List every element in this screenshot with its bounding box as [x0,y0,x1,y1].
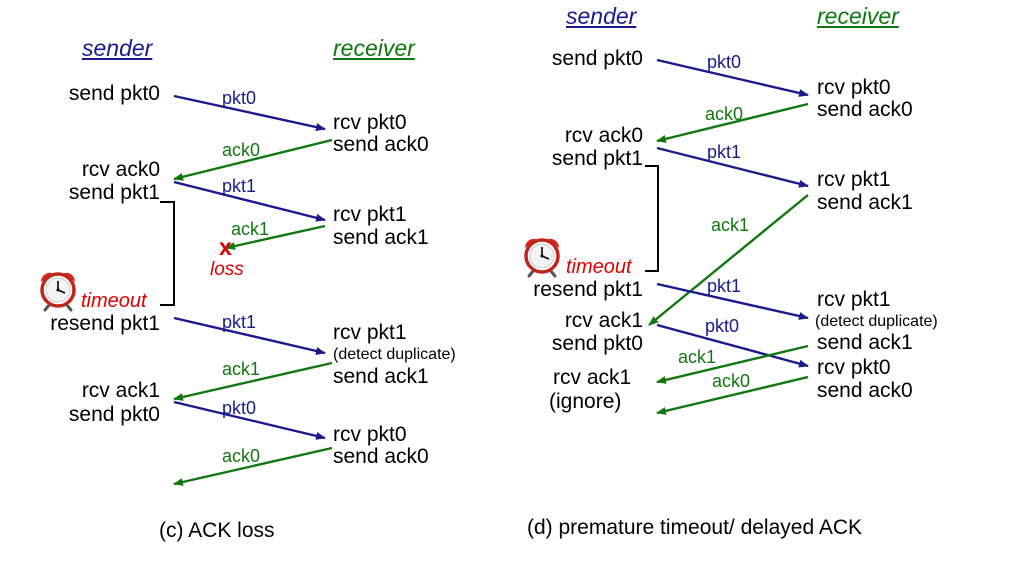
c-timeout-label: timeout [81,290,147,312]
c-msg-label: pkt0 [222,398,257,418]
c-sender-event: rcv ack0 [81,158,160,181]
c-receiver-event: rcv pkt0 [333,423,407,446]
d-receiver-note: (detect duplicate) [815,313,938,330]
c-msg-label: pkt1 [222,176,257,196]
d-sender-event: resend pkt1 [533,278,643,301]
d-receiver-event: send ack0 [817,98,913,121]
d-sender-event: (ignore) [549,390,622,413]
d-sender-event: rcv ack1 [564,309,643,332]
c-receiver-event: send ack1 [333,226,429,249]
c-receiver-event: rcv pkt0 [333,111,407,134]
c-msg-label: pkt1 [222,312,257,332]
c-receiver-note: (detect duplicate) [333,346,456,363]
c-receiver-event: send ack1 [333,365,429,388]
c-arrow-pkt0 [173,94,326,131]
c-loss-label: loss [210,259,244,280]
d-timeout-label: timeout [566,256,632,278]
d-receiver-event: rcv pkt1 [817,288,891,311]
c-receiver-event: send ack0 [333,133,429,156]
d-receiver-event: send ack0 [817,379,913,402]
c-arrow-ack0 [173,138,333,181]
d-caption: (d) premature timeout/ delayed ACK [527,516,862,539]
d-sender-event: rcv ack1 [553,366,632,389]
c-sender-header: sender [82,35,153,61]
d-receiver-event: send ack1 [817,331,913,354]
d-receiver-event: rcv pkt1 [817,168,891,191]
d-msg-label: pkt0 [705,316,740,336]
d-msg-label: ack1 [678,347,717,367]
d-arrow-pkt0 [656,58,809,97]
c-msg-label: ack0 [222,140,261,160]
c-sender-event: send pkt1 [68,181,160,204]
d-sender-event: rcv ack0 [564,124,643,147]
d-arrow-ack1-delayed [648,194,809,326]
c-receiver-event: send ack0 [333,445,429,468]
c-arrow-ack0-second [173,446,333,486]
c-sender-event: resend pkt1 [50,312,160,335]
c-receiver-event: rcv pkt1 [333,203,407,226]
c-arrow-pkt1 [173,180,326,222]
alarm-clock-icon [524,238,560,278]
d-sender-event: send pkt0 [551,332,643,355]
c-arrow-resend-pkt1 [173,316,326,355]
d-arrow-ack0-second [656,375,809,415]
x-mark-icon: x [219,234,232,260]
c-timeout-bracket [160,201,175,306]
c-msg-label: ack0 [222,446,261,466]
d-receiver-event: send ack1 [817,191,913,214]
d-msg-label: ack0 [705,104,744,124]
d-msg-label: ack1 [711,215,750,235]
alarm-clock-icon [40,272,76,312]
c-receiver-event: rcv pkt1 [333,321,407,344]
c-receiver-header: receiver [333,35,415,61]
c-msg-label: ack1 [222,359,261,379]
c-msg-label: ack1 [231,219,270,239]
d-msg-label: pkt1 [707,142,742,162]
d-receiver-header: receiver [817,3,899,29]
c-caption: (c) ACK loss [159,519,275,542]
c-msg-label: pkt0 [222,88,257,108]
d-msg-label: pkt1 [707,276,742,296]
d-receiver-event: rcv pkt0 [817,76,891,99]
d-sender-event: send pkt1 [551,147,643,170]
c-arrow-ack1 [173,361,333,401]
c-sender-event: rcv ack1 [81,379,160,402]
d-arrow-pkt1 [656,146,809,188]
d-arrow-ack1-second [656,344,809,384]
d-receiver-event: rcv pkt0 [817,356,891,379]
d-sender-event: send pkt0 [551,47,643,70]
c-sender-event: send pkt0 [68,403,160,426]
c-arrow-ack1-lost [225,224,326,250]
d-timeout-bracket [645,165,659,272]
c-arrow-pkt0-second [173,400,326,440]
d-arrow-resend-pkt1 [656,282,809,320]
d-msg-label: pkt0 [707,52,742,72]
d-arrow-ack0 [656,102,809,143]
d-msg-label: ack0 [712,371,751,391]
c-sender-event: send pkt0 [68,82,160,105]
d-sender-header: sender [566,3,637,29]
d-arrow-pkt0-second [656,323,809,368]
